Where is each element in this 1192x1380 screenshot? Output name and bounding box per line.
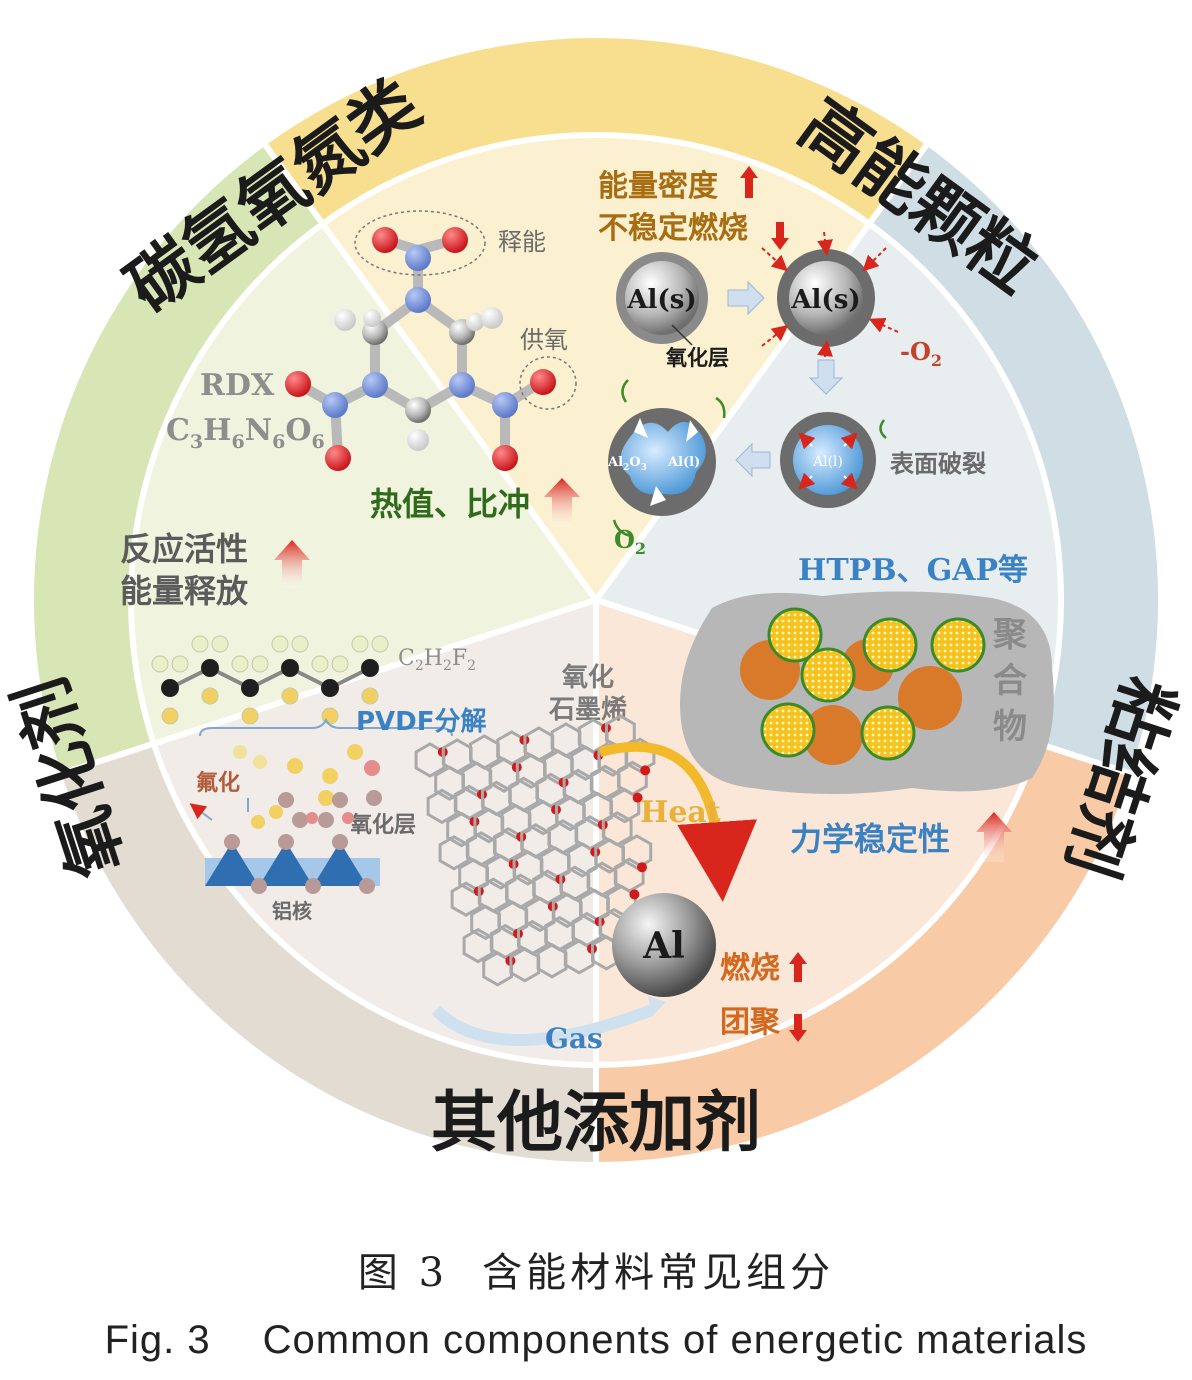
gas-label: Gas [545,1022,603,1055]
graphene-oxide-sheet [414,714,656,987]
surface-crack-label: 表面破裂 [890,450,986,478]
down-arrow-icon [808,359,844,395]
sector-inner-oxidizer [149,595,599,1069]
polymer-char-3: 物 [993,707,1027,747]
figure-caption-cn: 图 3 含能材料常见组分 [0,1240,1192,1298]
figure-caption-en: Fig. 3 Common components of energetic mat… [0,1318,1192,1363]
heat-label: Heat [640,795,721,830]
rdx-molecule [285,210,577,471]
down-arrow-icon [789,1014,807,1042]
al-solid-label: Al(s) [626,285,696,315]
binder-materials: HTPB、GAP等 [798,553,1028,588]
additive-title: 其他添加剂 [431,1084,761,1161]
up-arrow-icon [740,166,758,198]
down-arrow-icon [771,222,789,250]
al-label: Al [642,925,685,967]
chno-benefit: 热值、比冲 [370,485,530,523]
al-liquid-label: Al(l) [812,454,843,470]
up-arrow-icon [544,478,580,527]
oxide-layer-label: 氧化层 [349,812,416,838]
fragments [233,744,382,806]
polymer-char-1: 聚 [992,615,1028,655]
additive-sector-content: 其他添加剂 氧化 石墨烯 Heat Al 燃烧 团聚 Gas [414,663,807,1161]
fluorination-label: 氟化 [196,770,240,796]
label-release: 释能 [498,228,546,256]
agglomeration-label: 团聚 [720,1005,781,1040]
pvdf-label: PVDF分解 [356,707,487,737]
figure-number-en: Fig. 3 [104,1318,211,1362]
rdx-name: RDX [200,368,275,403]
combustion-label: 燃烧 [720,951,780,986]
high-energy-line1: 能量密度 [598,169,718,204]
high-energy-line2: 不稳定燃烧 [598,211,748,246]
polymer-char-2: 合 [993,661,1027,701]
pvdf-chain [151,635,389,725]
sector-inner-chno [128,219,601,748]
right-arrow-icon [727,280,765,316]
binder-benefit: 力学稳定性 [790,820,950,858]
figure-number-cn: 图 3 [357,1250,449,1296]
aluminum-core-lattice [205,792,380,894]
left-arrow-icon [735,442,771,478]
oxide-layer-label: 氧化层 [666,346,729,370]
al-particle [612,893,716,997]
gas-arrow [431,1004,655,1046]
figure-title-en: Common components of energetic materials [262,1318,1088,1362]
oxidizer-line2: 能量释放 [120,572,249,610]
particle-cluster [740,607,986,765]
heat-arrow [598,741,758,902]
al-liquid-burst-label: Al(l) [667,455,700,470]
oxidizer-line1: 反应活性 [120,530,248,568]
al-coated-label: Al(s) [790,285,860,315]
go-line1: 氧化 [561,663,614,693]
rdx-formula: C3H6N6O6 [166,413,325,453]
c2h2f2-formula: C2H2F2 [398,646,476,674]
up-arrow-icon [274,540,310,588]
aluminum-core-label: 铝核 [272,899,312,923]
up-arrow-icon [789,952,807,982]
energetic-materials-diagram: 碳氢氧氮类 [1,34,1189,1165]
al2o3-label: Al2O3 [607,455,647,473]
up-arrow-icon [976,812,1012,862]
figure-title-cn: 含能材料常见组分 [482,1250,835,1296]
o2-bottom-label: O2 [614,525,646,558]
label-oxygen-supply: 供氧 [520,326,568,354]
